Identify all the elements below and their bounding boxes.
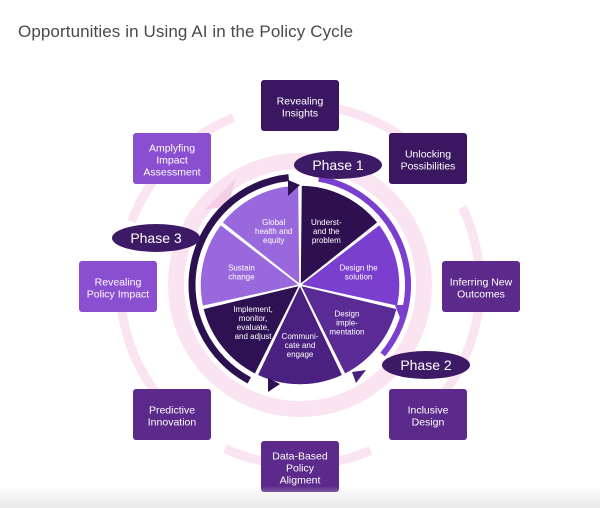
- phase-3-badge: [112, 224, 200, 252]
- box-label-data-based-policy-aligment-line: Policy: [286, 463, 315, 475]
- box-label-amplyfing-impact-assessment-line: Amplyfing: [149, 143, 195, 155]
- box-label-unlocking-possibilities-line: Possibilities: [401, 161, 456, 173]
- box-revealing-policy-impact: [79, 261, 157, 312]
- box-label-revealing-insights-line: Insights: [282, 108, 318, 120]
- box-label-unlocking-possibilities-line: Unlocking: [405, 149, 451, 161]
- box-revealing-insights: [261, 80, 339, 131]
- box-label-inferring-new-outcomes-line: Inferring New: [450, 277, 513, 289]
- page-title: Opportunities in Using AI in the Policy …: [18, 22, 354, 41]
- phase-3-label: Phase 3: [130, 230, 182, 246]
- phase-2-label: Phase 2: [400, 357, 452, 373]
- segment-label-communicate-line: Communi-: [282, 332, 319, 341]
- segment-label-implement-line: and adjust: [235, 332, 273, 341]
- box-label-inferring-new-outcomes-line: Outcomes: [457, 289, 505, 301]
- box-label-inclusive-design-line: Inclusive: [408, 405, 449, 417]
- box-label-amplyfing-impact-assessment-line: Impact: [156, 155, 188, 167]
- segment-label-design-implementation-line: Design: [335, 310, 360, 319]
- segment-understand: [299, 184, 380, 287]
- segment-label-understand-line: problem: [312, 236, 341, 245]
- box-data-based-policy-aligment: [261, 441, 339, 492]
- segment-label-implement-line: Implement,: [233, 305, 273, 314]
- box-label-data-based-policy-aligment-line: Data-Based: [272, 451, 328, 463]
- cycle-arrow-band-right: [318, 175, 411, 357]
- box-label-amplyfing-impact-assessment-line: Assessment: [143, 167, 200, 179]
- segment-label-sustain-line: Sustain: [228, 264, 255, 273]
- segment-label-communicate-line: engage: [287, 350, 314, 359]
- segment-label-global-health-line: equity: [263, 236, 284, 245]
- bottom-fade: [0, 486, 600, 508]
- cycle-arrowhead-bottom-icon: [352, 370, 366, 383]
- segment-label-design-implementation-line: imple-: [336, 319, 358, 328]
- segment-design-solution: [298, 223, 401, 308]
- segment-label-design-solution-line: Design the: [339, 264, 378, 273]
- phase-1-label: Phase 1: [312, 157, 364, 173]
- box-label-revealing-insights-line: Revealing: [277, 96, 324, 108]
- box-label-revealing-policy-impact-line: Policy Impact: [87, 289, 150, 301]
- segment-label-sustain-line: change: [228, 273, 255, 282]
- segment-implement: [201, 283, 302, 376]
- segment-label-design-implementation-line: mentation: [329, 328, 364, 337]
- segment-label-implement-line: evaluate,: [237, 323, 269, 332]
- segment-label-understand-line: and the: [313, 227, 340, 236]
- segment-sustain: [199, 223, 302, 308]
- segment-design-implementation: [298, 283, 399, 376]
- box-unlocking-possibilities: [389, 133, 467, 184]
- box-label-data-based-policy-aligment-line: Aligment: [280, 475, 321, 487]
- box-amplyfing-impact-assessment: [133, 133, 211, 184]
- box-label-predictive-innovation-line: Innovation: [148, 417, 197, 429]
- segment-communicate: [256, 283, 344, 386]
- phase-2-badge: [382, 351, 470, 379]
- segment-label-global-health-line: health and: [255, 227, 292, 236]
- box-inferring-new-outcomes: [442, 261, 520, 312]
- segment-label-understand-line: Underst-: [311, 218, 342, 227]
- box-predictive-innovation: [133, 389, 211, 440]
- cycle-arrowhead-left-icon: [268, 378, 280, 392]
- cycle-arrowhead-right-icon: [395, 305, 408, 318]
- segment-label-communicate-line: cate and: [285, 341, 316, 350]
- box-inclusive-design: [389, 389, 467, 440]
- box-label-revealing-policy-impact-line: Revealing: [95, 277, 142, 289]
- cycle-arrowhead-icon: [288, 180, 300, 196]
- box-label-inclusive-design-line: Design: [412, 417, 445, 429]
- phase-1-badge: [294, 151, 382, 179]
- box-label-predictive-innovation-line: Predictive: [149, 405, 195, 417]
- segment-label-implement: Implement,monitor,evaluate,and adjust: [233, 305, 273, 341]
- segment-label-design-solution-line: solution: [345, 273, 373, 282]
- segment-label-global-health-line: Global: [262, 218, 285, 227]
- cycle-arrow-band: [188, 174, 290, 384]
- segment-label-implement-line: monitor,: [239, 314, 267, 323]
